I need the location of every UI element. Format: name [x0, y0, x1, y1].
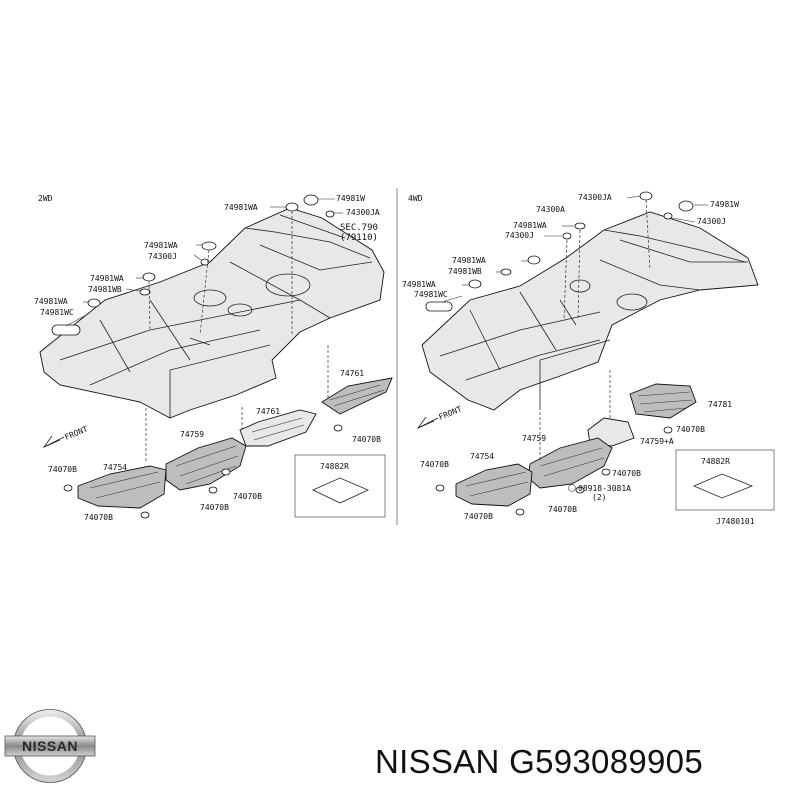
label-sec-790: SEC.790: [340, 223, 378, 233]
label-r-08918: 08918-3081A: [578, 484, 631, 493]
labels-2wd: 74981WA 74981W 74300JA SEC.790 (79110) 7…: [34, 194, 381, 522]
label-74300ja: 74300JA: [346, 208, 380, 217]
leaders-2wd: [65, 198, 343, 336]
label-r-74981wa-a: 74981WA: [513, 221, 547, 230]
labels-4wd: 74300JA 74981W 74300A 74300J 74981WA 743…: [402, 193, 739, 521]
front-label-4wd: FRONT: [437, 404, 463, 421]
label-74981w: 74981W: [336, 194, 365, 203]
front-label-2wd: FRONT: [63, 424, 89, 441]
label-74300j: 74300J: [148, 252, 177, 261]
section-label-2wd: 2WD: [38, 194, 53, 203]
leaders-4wd: [441, 195, 708, 321]
label-r-74981wb: 74981WB: [448, 267, 482, 276]
label-74981wa-top: 74981WA: [224, 203, 258, 212]
front-arrow-4wd: FRONT: [416, 404, 463, 429]
label-r-74300a: 74300A: [536, 205, 565, 214]
label-74070b-a: 74070B: [352, 435, 381, 444]
label-r-74070b-d: 74070B: [548, 505, 577, 514]
label-74070b-b: 74070B: [48, 465, 77, 474]
mat-box-4wd: [675, 449, 775, 511]
label-r-74882r: 74882R: [701, 457, 730, 466]
logo-wordmark: NISSAN: [22, 738, 78, 754]
label-r-74300j-a: 74300J: [697, 217, 726, 226]
label-74981wc: 74981WC: [40, 308, 74, 317]
label-74882r-left: 74882R: [320, 462, 349, 471]
label-r-74070b-e: 74070B: [464, 512, 493, 521]
label-r-74981wa-c: 74981WA: [402, 280, 436, 289]
label-74981wa-left: 74981WA: [34, 297, 68, 306]
label-r-74754: 74754: [470, 452, 494, 461]
label-r-74759-a: 74759+A: [640, 437, 674, 446]
label-r-74300j-b: 74300J: [505, 231, 534, 240]
label-r-74300ja: 74300JA: [578, 193, 612, 202]
mat-box-2wd: [294, 454, 386, 518]
label-74070b-d: 74070B: [200, 503, 229, 512]
floor-panel-4wd: [421, 211, 759, 411]
label-74761-a: 74761: [340, 369, 364, 378]
section-label-4wd: 4WD: [408, 194, 423, 203]
part-caption: NISSAN G593089905: [375, 743, 703, 780]
label-74754: 74754: [103, 463, 127, 472]
nissan-logo: NISSAN: [4, 709, 96, 783]
front-arrow-2wd: FRONT: [42, 424, 89, 448]
label-r-74070b-c: 74070B: [612, 469, 641, 478]
label-r-74781: 74781: [708, 400, 732, 409]
label-74070b-c: 74070B: [233, 492, 262, 501]
label-r-74070b-b: 74070B: [420, 460, 449, 469]
label-74070b-e: 74070B: [84, 513, 113, 522]
label-r-qty-2: (2): [592, 493, 606, 502]
label-74761-b: 74761: [256, 407, 280, 416]
label-r-74981w: 74981W: [710, 200, 739, 209]
label-r-74759: 74759: [522, 434, 546, 443]
floor-panel-2wd: [39, 207, 385, 419]
label-79110: (79110): [340, 233, 378, 243]
label-r-74981wc: 74981WC: [414, 290, 448, 299]
label-74981wb: 74981WB: [88, 285, 122, 294]
reference-code: J7480101: [716, 517, 755, 526]
heat-insulators-2wd: [63, 345, 393, 519]
label-r-74981wa-b: 74981WA: [452, 256, 486, 265]
label-74981wa-low: 74981WA: [90, 274, 124, 283]
grommets-4wd: [425, 191, 694, 312]
label-74981wa-mid: 74981WA: [144, 241, 178, 250]
label-74759: 74759: [180, 430, 204, 439]
heat-insulators-4wd: [435, 370, 697, 516]
label-r-74070b-a: 74070B: [676, 425, 705, 434]
